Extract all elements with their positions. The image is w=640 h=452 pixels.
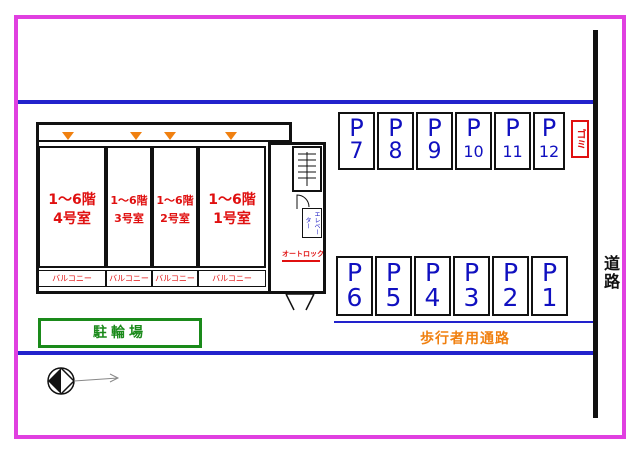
road-label: 道路 [601,255,620,291]
walkway-label: 歩行者用通路 [420,331,510,347]
elevator: エレベーター [302,208,322,238]
balcony-room-1: バルコニー [198,270,266,287]
bicycle-parking: 駐輪場 [38,318,202,348]
unit-room-3: 1～6階 3号室 [106,146,152,268]
entrance-marker-icon [62,132,74,140]
unit-room: 2号室 [160,212,190,225]
stairs [292,146,322,192]
door-icon [296,194,310,210]
unit-floors: 1～6階 [208,192,256,208]
unit-floors: 1～6階 [156,194,194,207]
balcony-room-2: バルコニー [152,270,198,287]
unit-floors: 1～6階 [48,192,96,208]
north-arrow-icon [44,364,124,398]
corridor [36,122,292,142]
stairs-icon [298,152,316,186]
site-boundary-bottom [18,351,596,355]
site-boundary-top [18,100,596,104]
unit-room-1: 1～6階 1号室 [198,146,266,268]
balcony-room-4: バルコニー [38,270,106,287]
autolock-line [282,260,320,262]
site-boundary-frame [14,15,626,439]
unit-room-4: 1～6階 4号室 [38,146,106,268]
entrance-marker-icon [130,132,142,140]
unit-room: 4号室 [53,211,91,227]
unit-floors: 1～6階 [110,194,148,207]
entrance-marker-icon [225,132,237,140]
unit-room: 1号室 [213,211,251,227]
balcony-room-3: バルコニー [106,270,152,287]
entrance-marker-icon [164,132,176,140]
garbage-area: ゴミ [571,120,589,158]
entrance-door-icon [284,292,316,312]
unit-room-2: 1～6階 2号室 [152,146,198,268]
walkway-line [334,321,596,323]
road-edge-line [593,30,598,418]
unit-room: 3号室 [114,212,144,225]
autolock-label: オートロック [282,250,324,258]
